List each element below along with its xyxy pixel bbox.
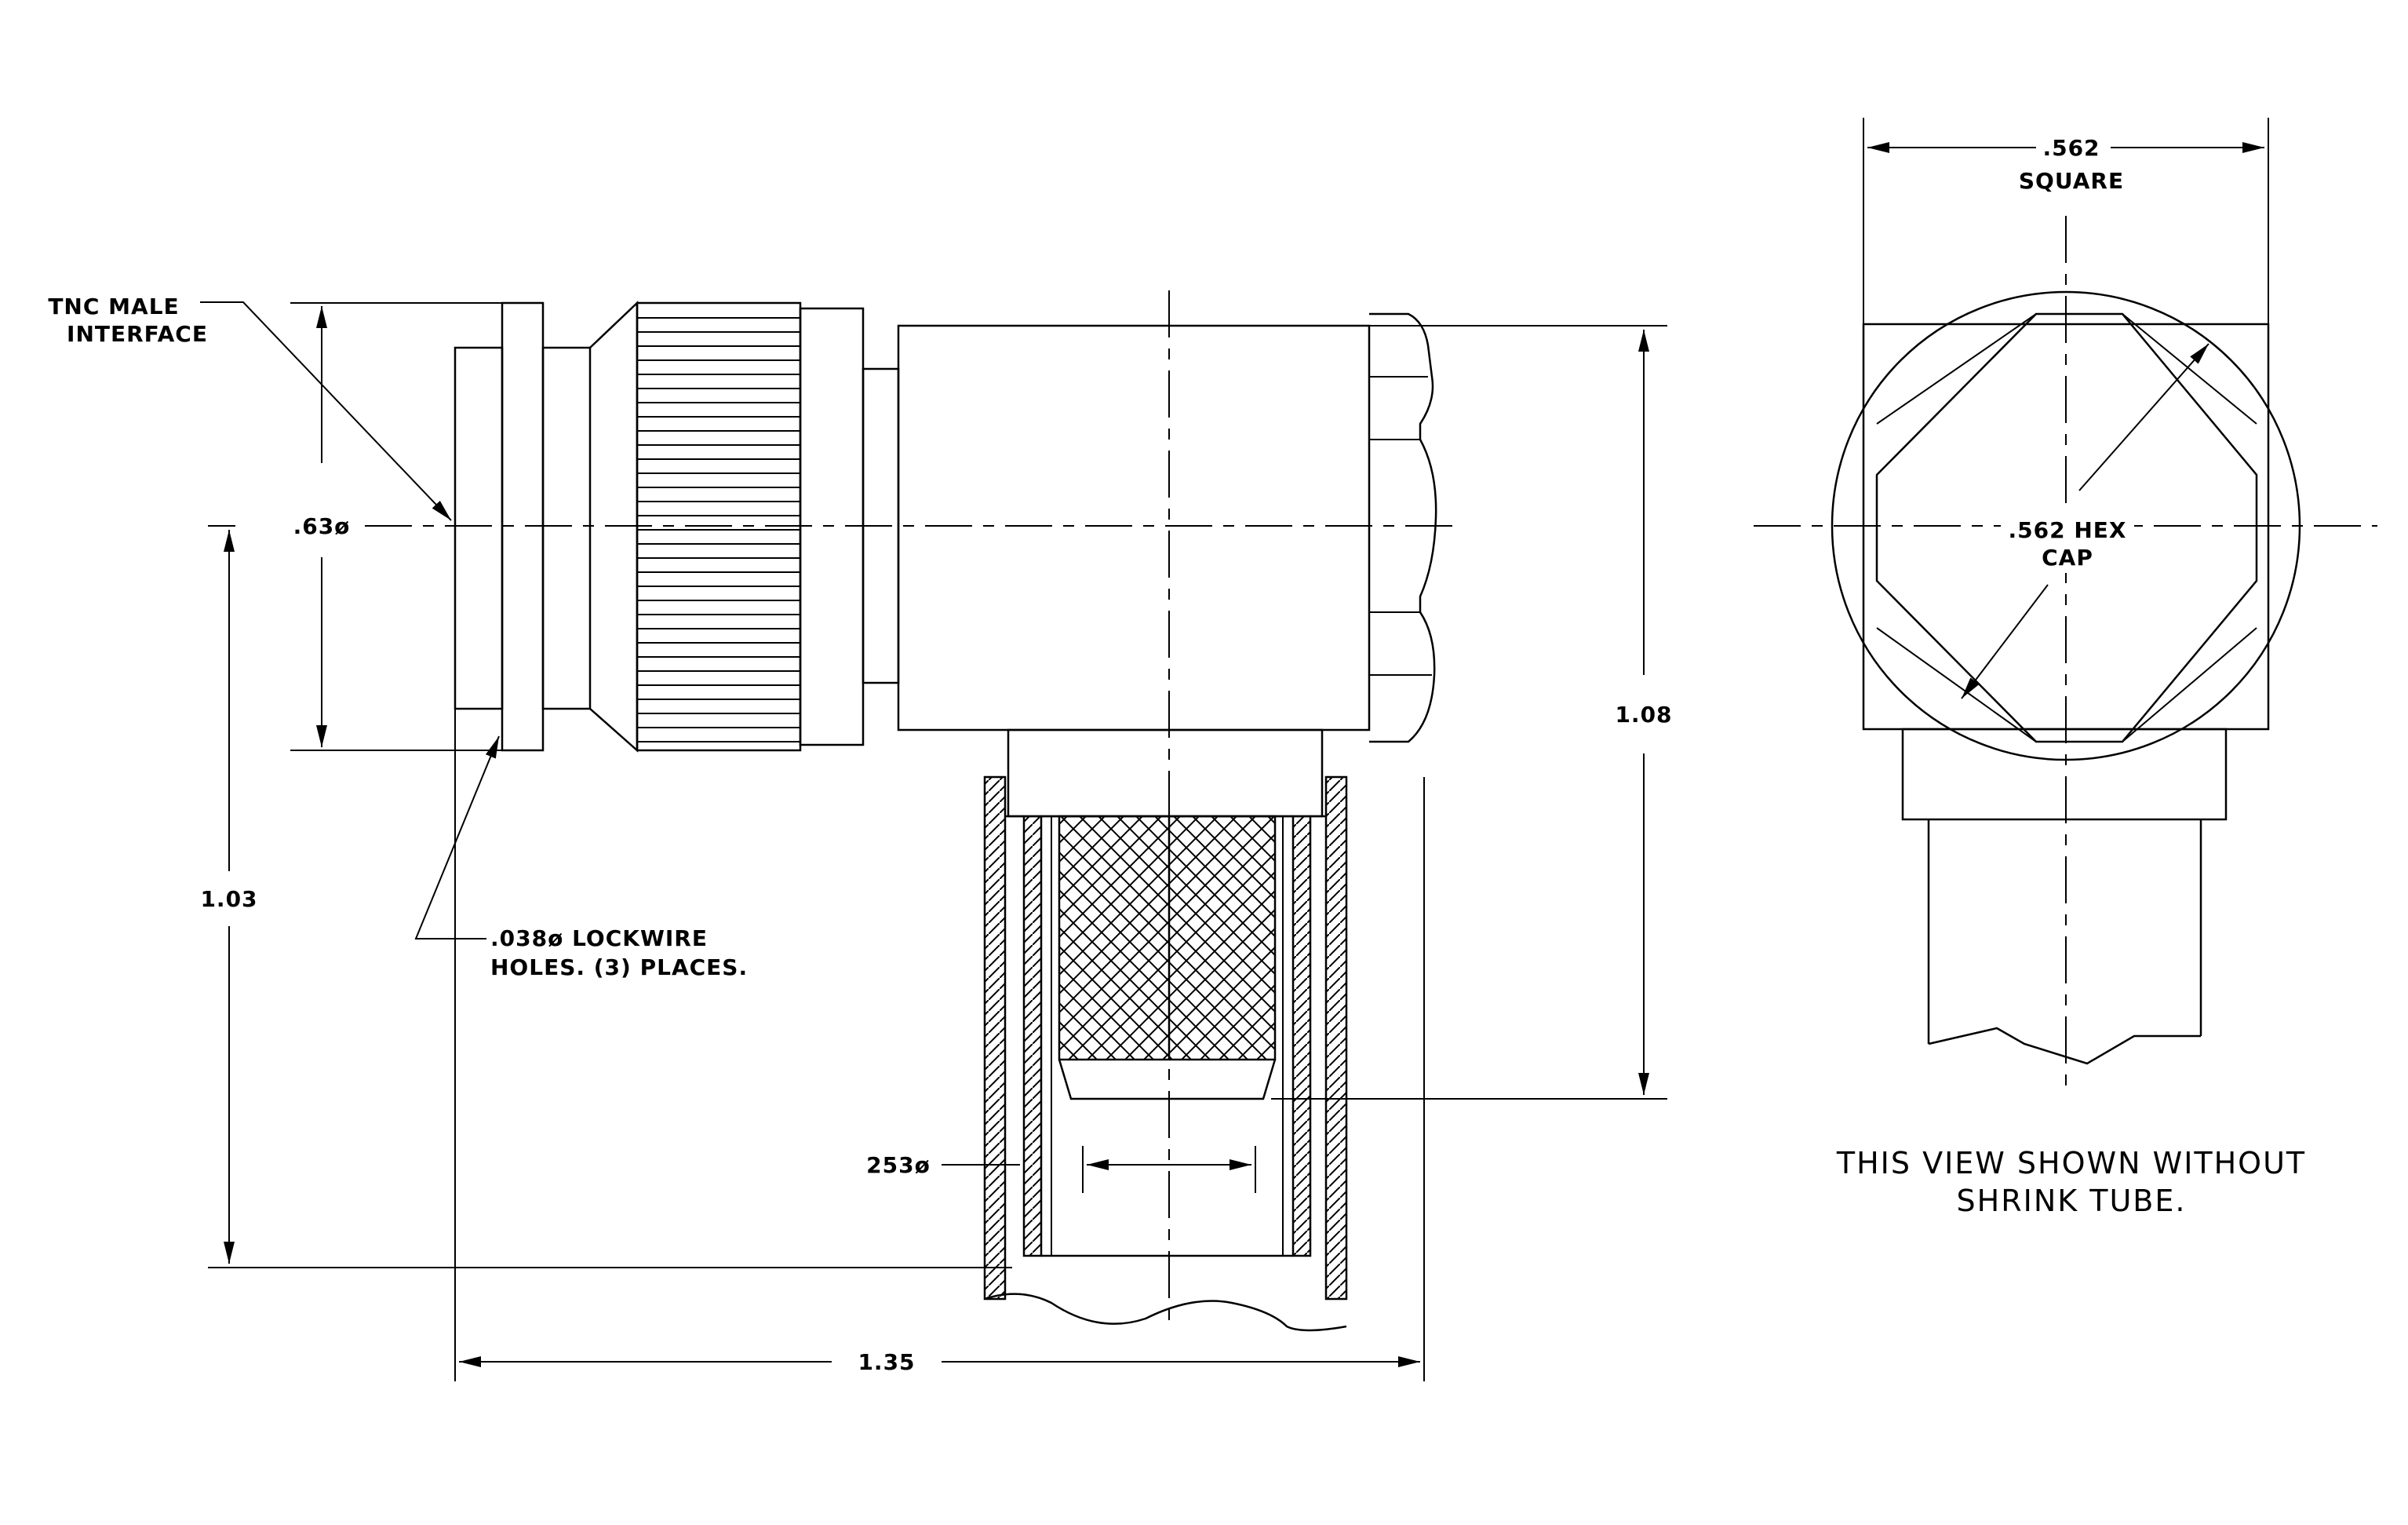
lockwire-label-line2: HOLES. (3) PLACES. <box>490 954 748 980</box>
dimensions: .63ø 1.03 1.35 1.08 253ø TNC MALE INTERF… <box>48 294 1672 1381</box>
square-value-label: .562 <box>2042 135 2100 161</box>
tnc-label-line2: INTERFACE <box>67 321 208 347</box>
hex-label-line2: CAP <box>2042 545 2093 571</box>
note-line2: SHRINK TUBE. <box>1957 1184 2187 1218</box>
dim-108-label: 1.08 <box>1615 702 1672 728</box>
dia-063-label: .63ø <box>293 513 351 539</box>
note-line1: THIS VIEW SHOWN WITHOUT <box>1836 1146 2306 1180</box>
tnc-label-line1: TNC MALE <box>48 294 179 319</box>
square-word-label: SQUARE <box>2019 168 2124 194</box>
lockwire-label-line1: .038ø LOCKWIRE <box>490 925 708 951</box>
side-view <box>365 290 1459 1332</box>
dim-103-label: 1.03 <box>200 886 257 912</box>
knurl-lines <box>637 317 800 742</box>
dim-135-label: 1.35 <box>858 1349 915 1375</box>
hex-label-line1: .562 HEX <box>2009 517 2127 543</box>
dim-253-label: 253ø <box>866 1152 931 1178</box>
end-view: .562 SQUARE .562 HEX CAP THIS VIEW SHOWN… <box>1754 118 2377 1218</box>
